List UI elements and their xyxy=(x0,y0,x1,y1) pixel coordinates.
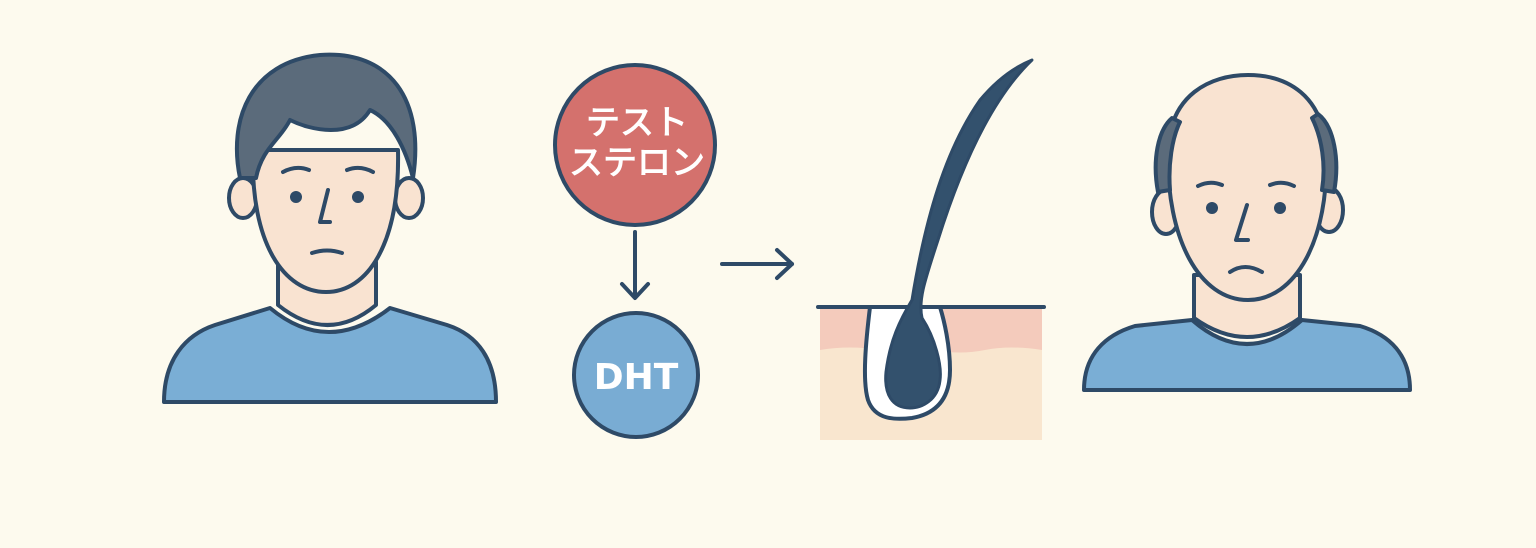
man-with-hair-icon xyxy=(162,52,498,404)
dht-circle xyxy=(572,311,700,439)
balding-man-icon xyxy=(1082,73,1412,392)
arrow-right-icon xyxy=(720,248,794,280)
nose xyxy=(318,188,332,224)
left-side-hair xyxy=(1153,116,1182,194)
testosterone-node: テスト ステロン xyxy=(553,63,717,227)
nose xyxy=(1234,203,1250,242)
right-eyebrow xyxy=(1268,180,1296,188)
shirt xyxy=(1082,318,1412,392)
mouth xyxy=(310,248,344,255)
right-ear xyxy=(393,176,425,220)
left-eye xyxy=(290,191,302,203)
left-eye xyxy=(1206,202,1218,214)
right-eye xyxy=(352,191,364,203)
right-side-hair xyxy=(1310,112,1339,194)
shirt xyxy=(162,306,498,404)
hair-strand xyxy=(884,58,1034,410)
testosterone-label-line2: ステロン xyxy=(569,143,705,183)
hair-follicle-icon xyxy=(816,58,1046,440)
arrow-down-icon xyxy=(620,230,650,300)
right-eye xyxy=(1274,202,1286,214)
left-eyebrow xyxy=(281,165,311,174)
hair xyxy=(234,52,418,180)
testosterone-circle xyxy=(553,63,717,227)
right-eyebrow xyxy=(345,165,375,174)
testosterone-label-line1: テスト xyxy=(586,103,688,143)
dht-label: DHT xyxy=(594,357,679,398)
left-eyebrow xyxy=(1196,180,1224,188)
mouth xyxy=(1228,265,1264,274)
dht-node: DHT xyxy=(572,311,700,439)
